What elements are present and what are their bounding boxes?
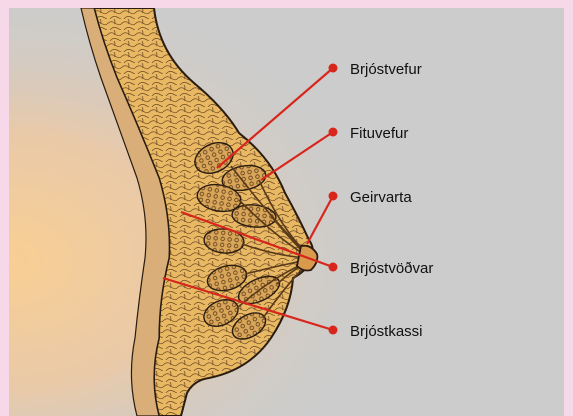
- breast-anatomy-diagram: Brjóstvefur Fituvefur Geirvarta Brjóstvö…: [9, 8, 564, 416]
- leader-dot-brjostkassi: [329, 326, 338, 335]
- label-geirvarta: Geirvarta: [350, 189, 412, 206]
- leader-dot-fituvefur: [329, 128, 338, 137]
- label-brjostvefur: Brjóstvefur: [350, 61, 422, 78]
- leader-dot-brjostvefur: [329, 64, 338, 73]
- leader-dot-brjostvodvar: [329, 263, 338, 272]
- label-fituvefur: Fituvefur: [350, 125, 408, 142]
- leader-dot-geirvarta: [329, 192, 338, 201]
- label-brjostkassi: Brjóstkassi: [350, 323, 423, 340]
- diagram-panel: Brjóstvefur Fituvefur Geirvarta Brjóstvö…: [9, 8, 564, 416]
- label-brjostvodvar: Brjóstvöðvar: [350, 260, 433, 277]
